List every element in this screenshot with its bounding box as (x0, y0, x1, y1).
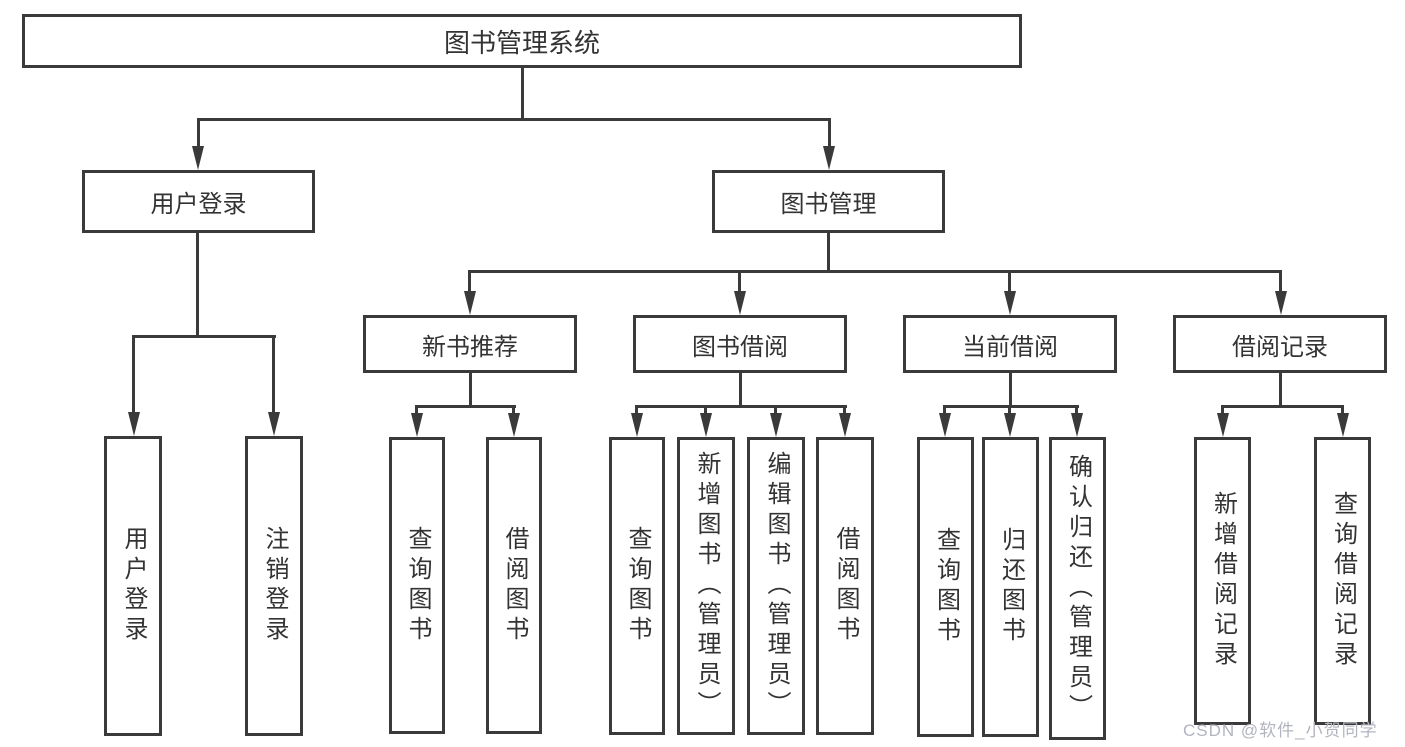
node-borrowing-records: 借阅记录 (1173, 315, 1387, 373)
node-book-management-label: 图书管理 (780, 191, 877, 218)
leaf-borrow-books: 借阅图书 (816, 437, 874, 735)
arrowhead-icon (1337, 413, 1349, 437)
arrowhead-icon (734, 291, 746, 315)
arrowhead-icon (770, 413, 782, 437)
connector-drop (197, 118, 200, 148)
connector-drop (468, 270, 471, 294)
connector-sectionC-bar (944, 405, 1079, 408)
connector-drop (1341, 405, 1344, 415)
arrowhead-icon (1071, 413, 1083, 437)
connector-sectionB-stem (739, 373, 742, 406)
arrowhead-icon (1004, 291, 1016, 315)
leaf-label: 新增图书（管理员） (693, 451, 720, 721)
connector-drop (774, 405, 777, 415)
node-label: 图书借阅 (692, 333, 788, 361)
node-book-management: 图书管理 (712, 170, 945, 233)
leaf-label: 查询借阅记录 (1329, 491, 1357, 671)
connector-drop (704, 405, 707, 415)
node-user-login: 用户登录 (82, 170, 315, 233)
node-current-borrowing: 当前借阅 (903, 315, 1117, 373)
leaf-label: 查询图书 (404, 525, 431, 646)
connector-sectionD-stem (1279, 373, 1282, 406)
connector-userlogin-stem (196, 233, 199, 335)
node-new-book-recommendation: 新书推荐 (363, 315, 577, 373)
leaf-label: 确认归还（管理员） (1064, 453, 1092, 724)
leaf-label: 新增借阅记录 (1209, 491, 1237, 671)
node-label: 新书推荐 (422, 333, 518, 361)
connector-userlogin-bar (133, 335, 276, 338)
connector-drop (1075, 405, 1078, 415)
leaf-query-books: 查询图书 (609, 437, 665, 735)
node-root-label: 图书管理系统 (443, 27, 600, 58)
leaf-query-books: 查询图书 (389, 437, 445, 734)
leaf-add-borrow-record: 新增借阅记录 (1194, 437, 1251, 725)
arrowhead-icon (128, 412, 140, 436)
node-label: 借阅记录 (1232, 333, 1328, 361)
leaf-edit-books-admin: 编辑图书（管理员） (747, 437, 805, 735)
connector-drop (132, 335, 135, 412)
arrowhead-icon (1275, 291, 1287, 315)
leaf-add-books-admin: 新增图书（管理员） (677, 437, 735, 735)
connector-drop (635, 405, 638, 415)
connector-root-stem (521, 68, 524, 118)
leaf-label: 注销登录 (261, 526, 288, 646)
arrowhead-icon (839, 413, 851, 437)
connector-drop (738, 270, 741, 294)
node-book-borrowing: 图书借阅 (633, 315, 847, 373)
leaf-label: 编辑图书（管理员） (763, 451, 790, 721)
connector-drop (1221, 405, 1224, 415)
connector-drop (1279, 270, 1282, 294)
leaf-confirm-return-admin: 确认归还（管理员） (1049, 437, 1106, 740)
node-user-login-label: 用户登录 (150, 191, 247, 218)
connector-bookmgmt-stem (827, 233, 830, 270)
node-label: 当前借阅 (962, 333, 1058, 361)
leaf-label: 查询图书 (624, 526, 651, 646)
connector-drop (843, 405, 846, 415)
csdn-watermark: CSDN @软件_小贺同学 (1183, 721, 1378, 740)
arrowhead-icon (700, 413, 712, 437)
node-root: 图书管理系统 (22, 14, 1022, 68)
connector-sectionB-bar (636, 405, 847, 408)
leaf-label: 查询图书 (932, 527, 960, 647)
arrowhead-icon (268, 412, 280, 436)
arrowhead-icon (631, 413, 643, 437)
arrowhead-icon (464, 291, 476, 315)
leaf-logout: 注销登录 (245, 436, 303, 736)
connector-drop (415, 405, 418, 415)
connector-root-bar (197, 118, 831, 121)
connector-drop (512, 405, 515, 415)
connector-drop (943, 405, 946, 415)
arrowhead-icon (1217, 413, 1229, 437)
arrowhead-icon (192, 146, 204, 170)
leaf-borrow-books: 借阅图书 (486, 437, 542, 734)
leaf-label: 归还图书 (997, 527, 1025, 647)
arrowhead-icon (411, 413, 423, 437)
arrowhead-icon (1004, 413, 1016, 437)
leaf-label: 用户登录 (120, 526, 147, 646)
connector-drop (1008, 270, 1011, 294)
connector-sectionA-bar (416, 405, 516, 408)
connector-bookmgmt-bar (469, 270, 1282, 273)
arrowhead-icon (939, 413, 951, 437)
leaf-user-login: 用户登录 (104, 436, 162, 736)
connector-drop (272, 335, 275, 412)
leaf-label: 借阅图书 (832, 526, 859, 646)
connector-sectionA-stem (469, 373, 472, 406)
connector-sectionC-stem (1009, 373, 1012, 406)
connector-drop (828, 118, 831, 148)
leaf-query-borrow-record: 查询借阅记录 (1314, 437, 1371, 725)
leaf-query-books: 查询图书 (917, 437, 974, 737)
arrowhead-icon (508, 413, 520, 437)
connector-sectionD-bar (1222, 405, 1344, 408)
leaf-label: 借阅图书 (501, 525, 528, 646)
leaf-return-books: 归还图书 (982, 437, 1039, 737)
connector-drop (1008, 405, 1011, 415)
arrowhead-icon (823, 146, 835, 170)
